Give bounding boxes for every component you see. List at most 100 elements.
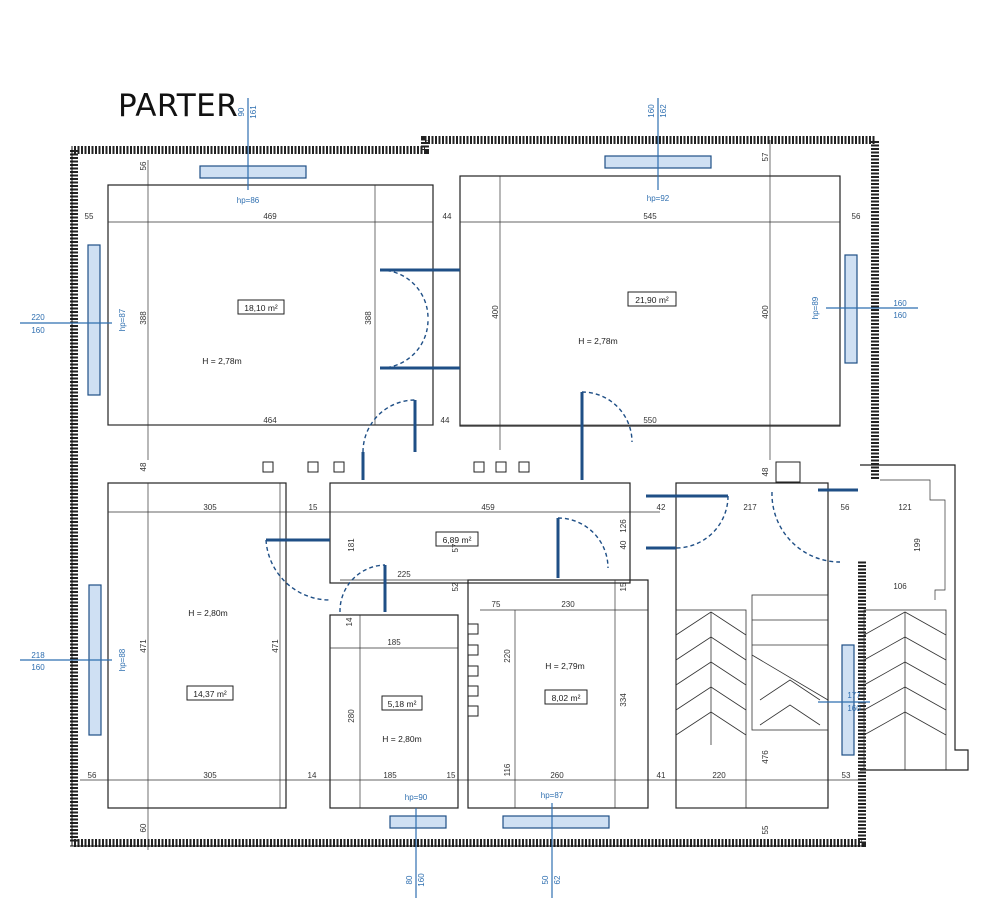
dim-label: 14 [345,617,354,626]
dim-label: 15 [447,771,456,780]
window-hp-label: hp=86 [237,196,260,205]
dim-label: 55 [85,212,94,221]
area-box-room-4 [435,531,479,547]
window-axes [20,98,918,898]
dim-label: 471 [271,639,280,653]
area-box-room-5 [381,695,423,711]
dim-label: 334 [619,693,628,707]
room-6-area: 8,02 m² [552,693,581,703]
window-axis-label: 160 [893,299,907,308]
staircase-left [675,609,747,809]
window-labels: hp=86 90 161 hp=92 160 162 hp=87 220 160… [31,104,907,887]
dim-label: 52 [451,582,460,591]
dimension-labels: 469 545 464 550 44 44 55 56 388 388 400 … [85,152,922,834]
dim-label: 305 [203,771,217,780]
room-6-height: H = 2,79m [545,661,584,671]
dim-label: 56 [852,212,861,221]
door-room3 [265,538,331,601]
area-box-room-6 [544,689,588,705]
dim-label: 75 [492,600,501,609]
window-hp-label: hp=90 [405,793,428,802]
window-axis-label: 80 [405,875,414,884]
dim-label: 545 [643,212,657,221]
area-box-room-3 [186,685,234,701]
window-axis-label: 220 [31,313,45,322]
dim-label: 217 [743,503,757,512]
room-4-area: 6,89 m² [443,535,472,545]
dim-label: 126 [619,519,628,533]
dim-label: 550 [643,416,657,425]
dim-label: 42 [657,503,666,512]
dim-label: 181 [347,538,356,552]
dim-label: 476 [761,750,770,764]
door-stair [646,494,729,550]
hall-outline [329,482,631,584]
dim-label: 400 [761,305,770,319]
window-hp-label: hp=88 [118,648,127,671]
door-wc [339,564,387,613]
window-axis-label: 177 [847,691,861,700]
window-hp-label: hp=87 [118,308,127,331]
room-1-height: H = 2,78m [202,356,241,366]
dim-label: 388 [139,311,148,325]
room-2-height: H = 2,78m [578,336,617,346]
room-1-area: 18,10 m² [244,303,278,313]
dim-label: 471 [139,639,148,653]
dim-label: 230 [561,600,575,609]
dim-label: 400 [491,305,500,319]
dim-label: 260 [550,771,564,780]
window-axis-label: 160 [647,104,656,118]
dim-label: 469 [263,212,277,221]
dim-label: 116 [503,763,512,776]
door-annex [771,488,858,563]
windows [87,155,858,829]
dim-label: 464 [263,416,277,425]
dim-label: 305 [203,503,217,512]
dim-label: 41 [657,771,666,780]
window-hp-label: hp=87 [541,791,564,800]
window-axis-label: 50 [541,875,550,884]
dim-label: 106 [893,582,907,591]
dim-label: 44 [443,212,452,221]
window-axis-label: 160 [893,311,907,320]
room-3-outline [107,482,287,809]
staircase-middle [751,594,829,731]
window-axis-label: 160 [847,704,861,713]
dim-label: 388 [364,311,373,325]
window-axis-label: 160 [417,873,426,887]
annex-outline [860,464,969,771]
dim-label: 459 [481,503,495,512]
dim-label: 121 [898,503,912,512]
window-axis-label: 160 [31,663,45,672]
annex-step [880,479,946,600]
window-hp-label: hp=89 [811,296,820,319]
dim-label: 55 [761,825,770,834]
door-room1 [361,399,417,480]
door-double [379,268,460,370]
dim-label: 48 [761,467,770,476]
door-room2 [580,391,633,480]
window-hp-label: hp=92 [647,194,670,203]
room-5-height: H = 2,80m [382,734,421,744]
dim-label: 40 [619,540,628,549]
area-box-room-1 [237,299,285,315]
vent-squares [262,461,801,717]
dim-label: 56 [841,503,850,512]
dim-label: 15 [619,582,628,591]
dim-label: 53 [842,771,851,780]
room-5-area: 5,18 m² [388,699,417,709]
dim-label: 225 [397,570,411,579]
dim-label: 280 [347,709,356,723]
dim-label: 57 [451,543,460,552]
window-axis-label: 62 [553,875,562,884]
room-3-area: 14,37 m² [193,689,227,699]
window-axis-label: 161 [249,105,258,119]
dim-label: 48 [139,462,148,471]
dim-label: 185 [387,638,401,647]
window-axis-label: 162 [659,104,668,118]
room-5-outline [329,614,459,809]
window-axis-label: 90 [237,107,246,116]
dim-label: 56 [139,161,148,170]
window-axis-label: 218 [31,651,45,660]
